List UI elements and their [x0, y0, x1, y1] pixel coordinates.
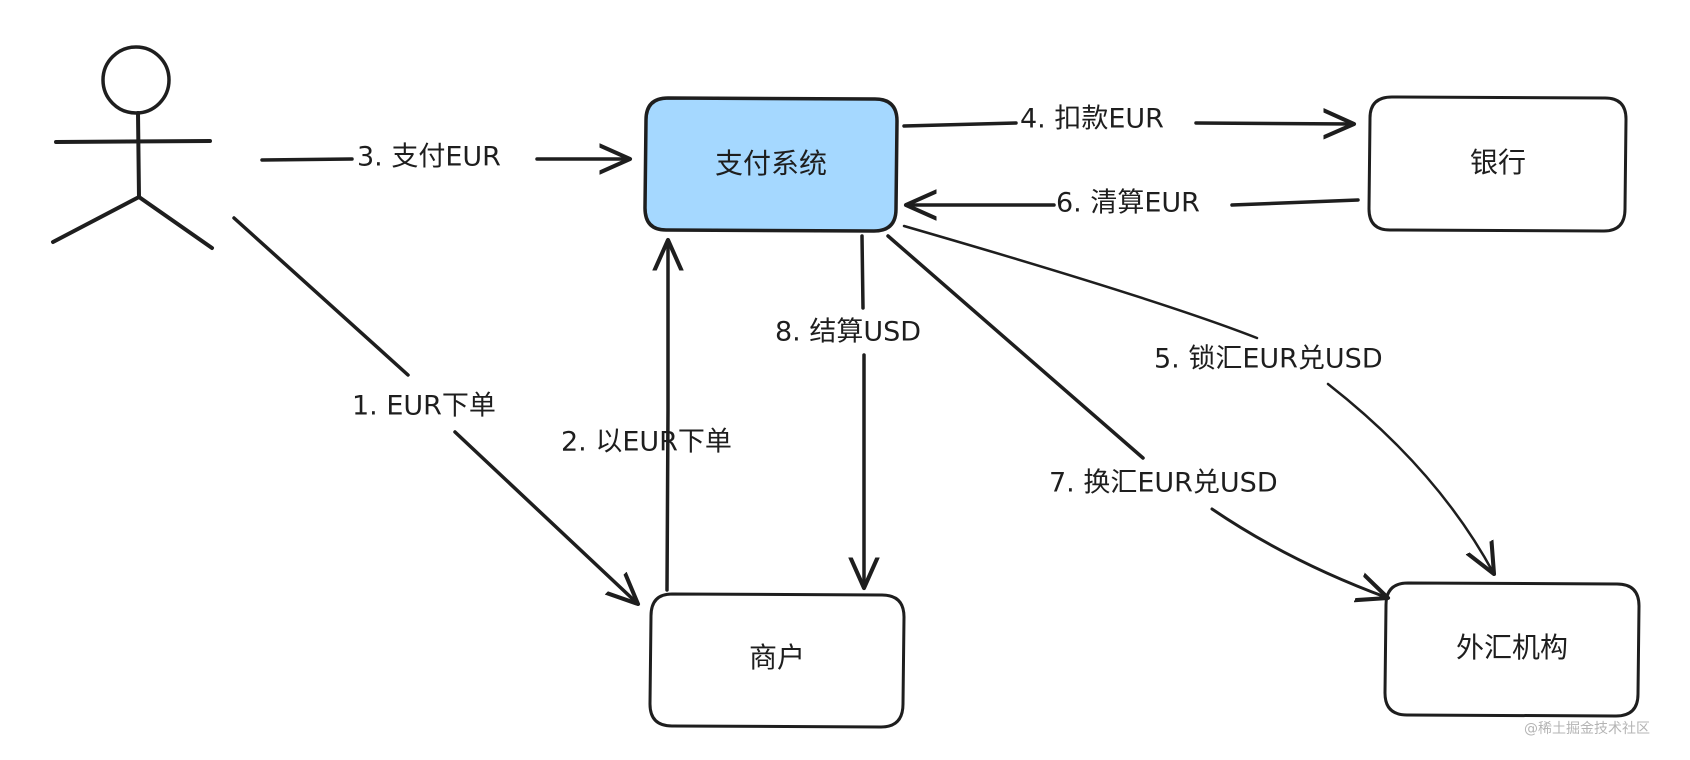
user-body: [136, 111, 141, 199]
edge-pay-eur: 3. 支付EUR: [260, 142, 630, 173]
edge-merchant-order-eur: 2. 以EUR下单: [561, 240, 732, 592]
node-fx-institution[interactable]: 外汇机构: [1383, 581, 1641, 718]
edge-clear-eur-line-a: [1230, 198, 1360, 207]
edge-clear-eur: 6. 清算EUR: [906, 188, 1360, 219]
node-merchant[interactable]: 商户: [648, 592, 906, 729]
user-arms: [54, 139, 212, 144]
edge-deduct-eur-label: 4. 扣款EUR: [1020, 104, 1164, 135]
edge-lock-rate-eur-usd: 5. 锁汇EUR兑USD: [902, 224, 1494, 574]
edge-order-eur-line-a: [232, 216, 410, 377]
user-right-leg: [137, 195, 214, 250]
edge-exchange-eur-usd: 7. 换汇EUR兑USD: [886, 234, 1388, 598]
payment-system-box: [643, 96, 899, 233]
edge-pay-eur-label: 3. 支付EUR: [357, 142, 501, 173]
node-bank[interactable]: 银行: [1367, 95, 1628, 233]
edge-deduct-eur: 4. 扣款EUR: [902, 104, 1354, 135]
edge-order-eur-label: 1. EUR下单: [352, 391, 496, 422]
edge-settle-usd: 8. 结算USD: [775, 234, 921, 588]
edge-exchange-eur-usd-line-b: [1210, 507, 1388, 598]
edge-lock-rate-eur-usd-label: 5. 锁汇EUR兑USD: [1154, 344, 1383, 375]
edge-deduct-eur-line-b: [1194, 123, 1354, 124]
edge-deduct-eur-line-a: [902, 121, 1018, 128]
fx-institution-label: 外汇机构: [1456, 631, 1568, 664]
edge-order-eur: 1. EUR下单: [232, 216, 638, 604]
payment-system-label: 支付系统: [715, 147, 827, 180]
edge-settle-usd-line-a: [860, 234, 865, 310]
bank-box: [1367, 95, 1628, 233]
watermark: @稀土掘金技术社区: [1524, 721, 1650, 737]
bank-label: 银行: [1470, 146, 1526, 179]
edge-settle-usd-label: 8. 结算USD: [775, 317, 921, 348]
edge-pay-eur-line-a: [260, 157, 354, 162]
edge-order-eur-line-b: [453, 430, 638, 604]
edge-exchange-eur-usd-line-a: [886, 234, 1145, 460]
edge-merchant-order-eur-label: 2. 以EUR下单: [561, 427, 732, 458]
merchant-box: [648, 592, 906, 729]
edge-exchange-eur-usd-label: 7. 换汇EUR兑USD: [1049, 468, 1278, 499]
edge-merchant-order-eur-line: [667, 240, 668, 592]
user-head: [101, 45, 171, 115]
user-left-leg: [51, 195, 141, 244]
edge-lock-rate-eur-usd-line-b: [1326, 382, 1494, 574]
node-payment-system[interactable]: 支付系统: [643, 96, 899, 233]
edge-clear-eur-label: 6. 清算EUR: [1056, 188, 1200, 219]
user-stick-figure: [51, 45, 214, 250]
edge-lock-rate-eur-usd-line-a: [902, 224, 1259, 340]
merchant-label: 商户: [749, 641, 805, 674]
